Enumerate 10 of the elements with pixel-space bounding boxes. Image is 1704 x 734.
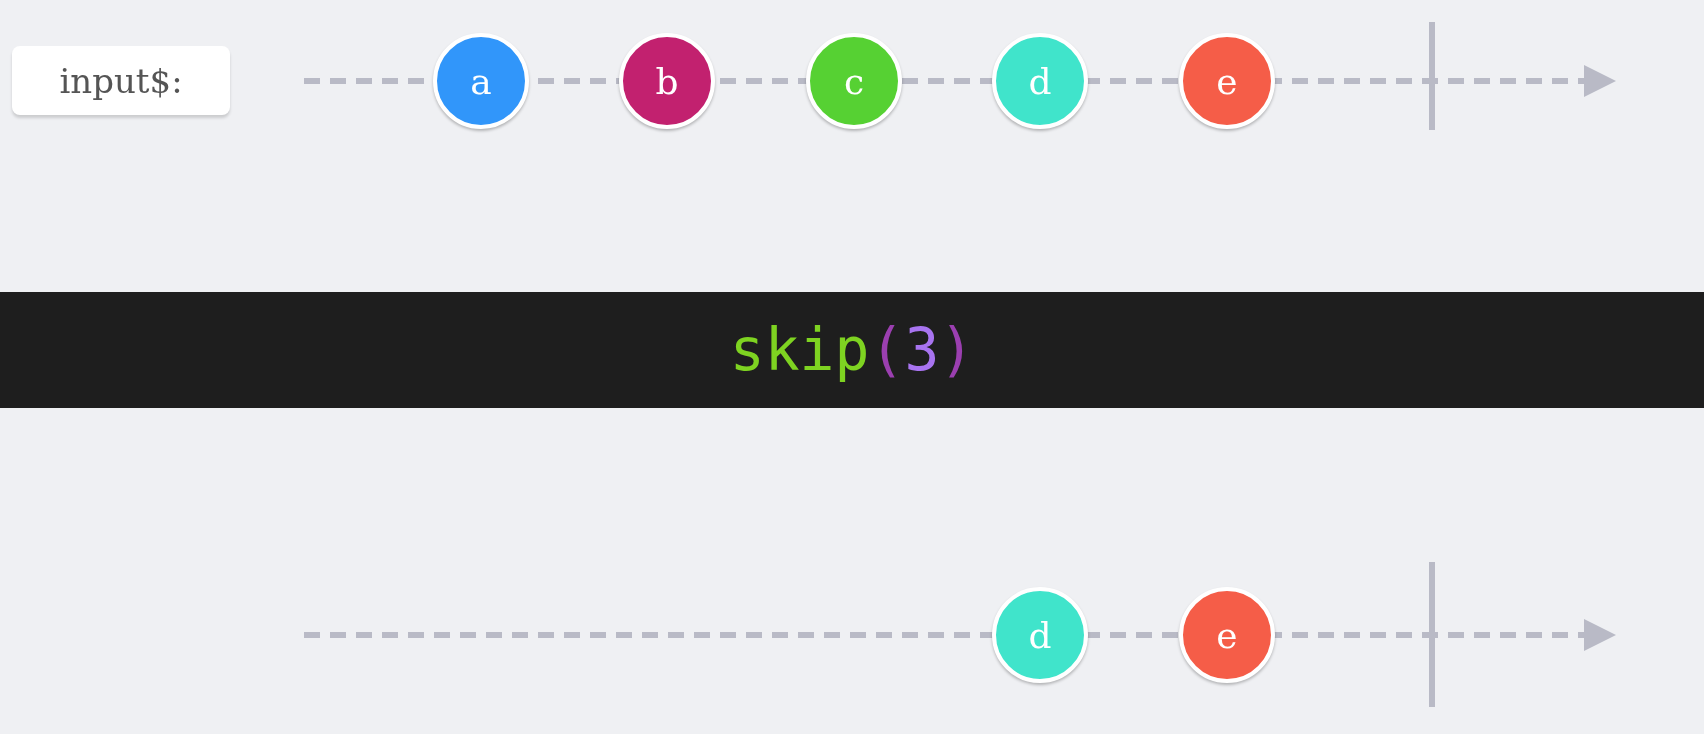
- operator-band: [0, 292, 1704, 408]
- marble: e: [1179, 587, 1275, 683]
- operator-code: skip(3): [729, 316, 975, 384]
- marble: a: [433, 33, 529, 129]
- marble: d: [992, 587, 1088, 683]
- marble: d: [992, 33, 1088, 129]
- marble: e: [1179, 33, 1275, 129]
- stream-label: input$:: [12, 46, 230, 115]
- marble: b: [619, 33, 715, 129]
- marble: c: [806, 33, 902, 129]
